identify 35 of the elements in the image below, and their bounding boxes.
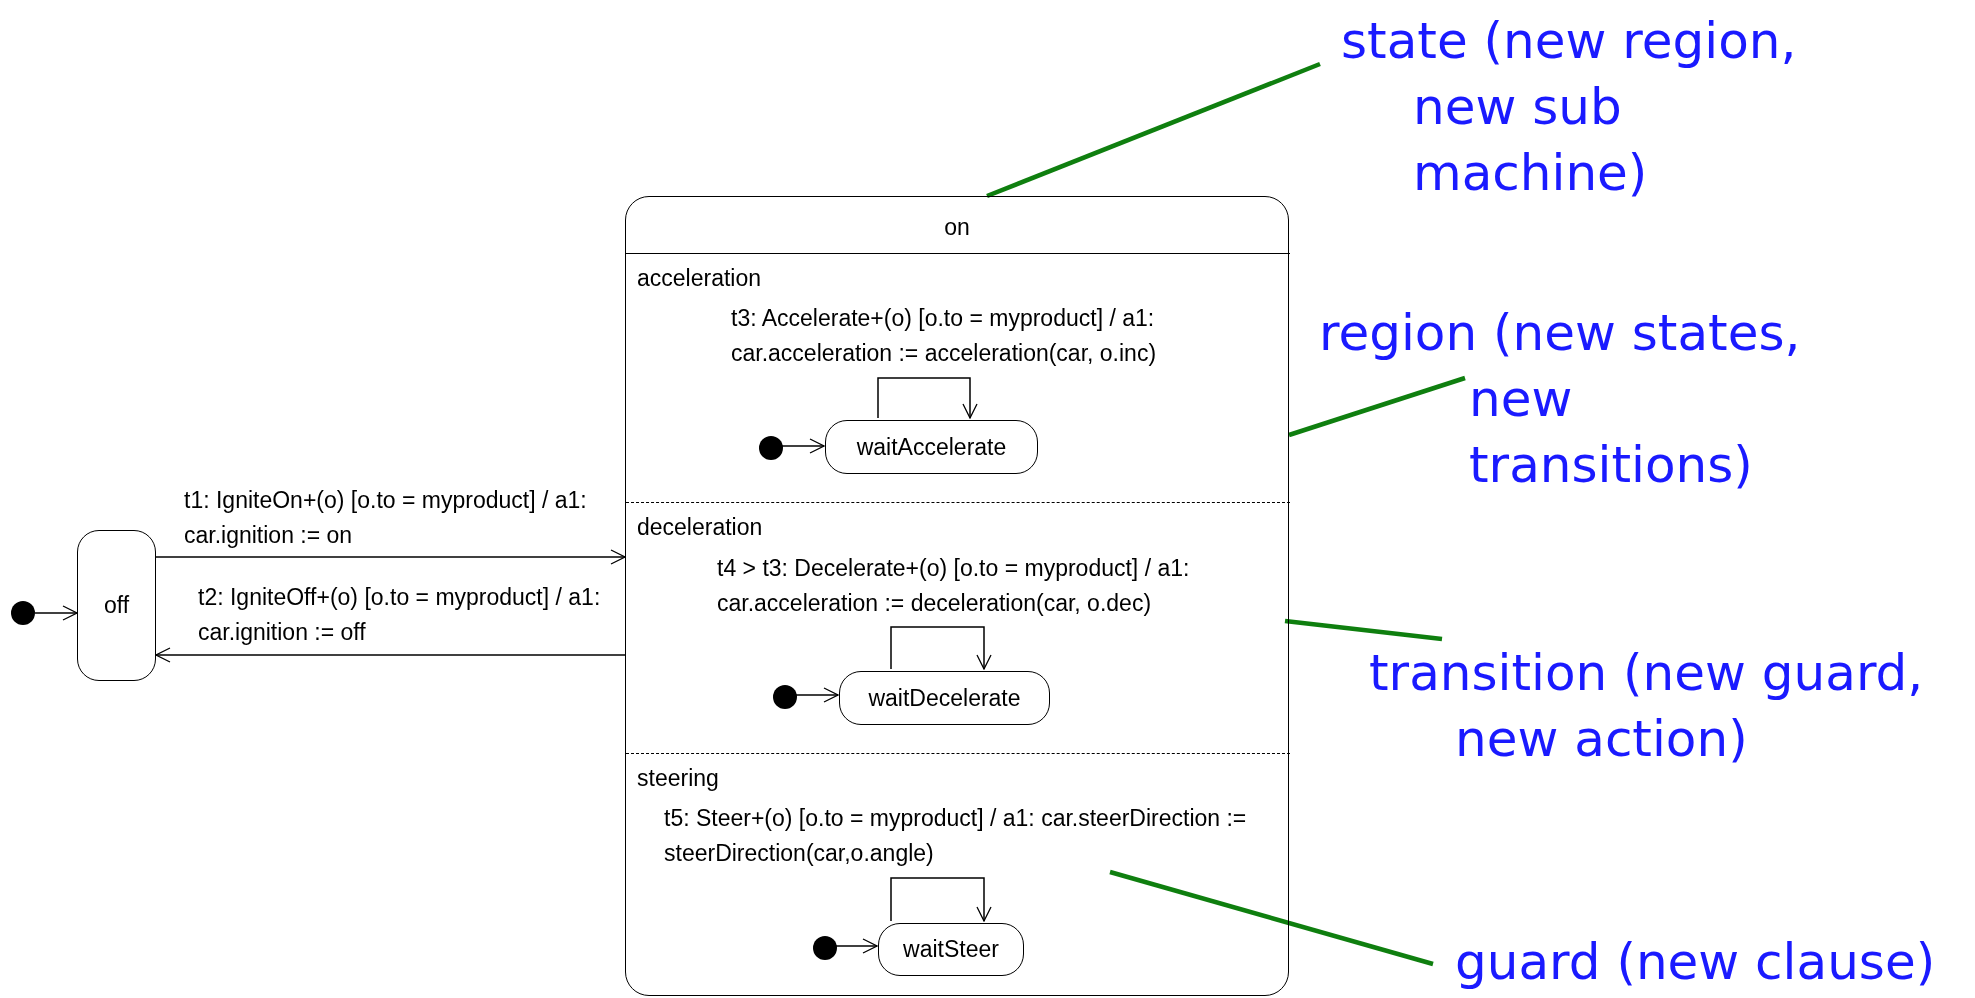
leader-line bbox=[1109, 869, 1434, 967]
region-name: steering bbox=[637, 764, 719, 792]
state-box: off bbox=[77, 530, 156, 681]
initial-state-dot bbox=[773, 685, 797, 709]
annotation-text: state (new region, new sub machine) bbox=[1341, 8, 1826, 206]
composite-state bbox=[625, 196, 1289, 996]
state-box: waitSteer bbox=[878, 923, 1024, 976]
transition-arrow bbox=[890, 877, 992, 922]
transition-arrow bbox=[795, 687, 839, 703]
leader-line bbox=[986, 61, 1321, 199]
transition-arrow bbox=[877, 377, 978, 419]
initial-state-dot bbox=[759, 436, 783, 460]
region-name: acceleration bbox=[637, 264, 762, 292]
transition-arrow bbox=[835, 938, 878, 954]
annotation-text: transition (new guard, new action) bbox=[1369, 640, 1944, 772]
edge-label: t3: Accelerate+(o) [o.to = myproduct] / a1: car.acceleration := acceleration(car, o.inc) bbox=[731, 304, 1158, 368]
leader-line bbox=[1284, 618, 1443, 642]
transition-arrow bbox=[781, 438, 825, 454]
state-box: waitAccelerate bbox=[825, 420, 1038, 474]
initial-state-dot bbox=[813, 936, 837, 960]
leader-line bbox=[1288, 375, 1466, 438]
edge-label: t2: IgniteOff+(o) [o.to = myproduct] / a1: car.ignition := off bbox=[198, 583, 602, 647]
transition-arrow bbox=[155, 647, 626, 663]
annotation-text: guard (new clause) bbox=[1455, 929, 1960, 995]
edge-label: t5: Steer+(o) [o.to = myproduct] / a1: car.steerDirection := steerDirection(car,o.angle) bbox=[664, 804, 1248, 868]
edge-label: t4 > t3: Decelerate+(o) [o.to = myproduct] / a1: car.acceleration := deceleration(car, o.dec) bbox=[717, 554, 1191, 618]
transition-arrow bbox=[890, 626, 992, 670]
state-name: on bbox=[943, 213, 971, 241]
transition-arrow bbox=[34, 605, 78, 621]
transition-arrow bbox=[155, 549, 626, 565]
annotation-text: region (new states, new transitions) bbox=[1319, 300, 1867, 498]
initial-state-dot bbox=[11, 601, 35, 625]
region-name: deceleration bbox=[637, 513, 763, 541]
state-box: waitDecelerate bbox=[839, 671, 1050, 725]
edge-label: t1: IgniteOn+(o) [o.to = myproduct] / a1: car.ignition := on bbox=[184, 486, 588, 550]
